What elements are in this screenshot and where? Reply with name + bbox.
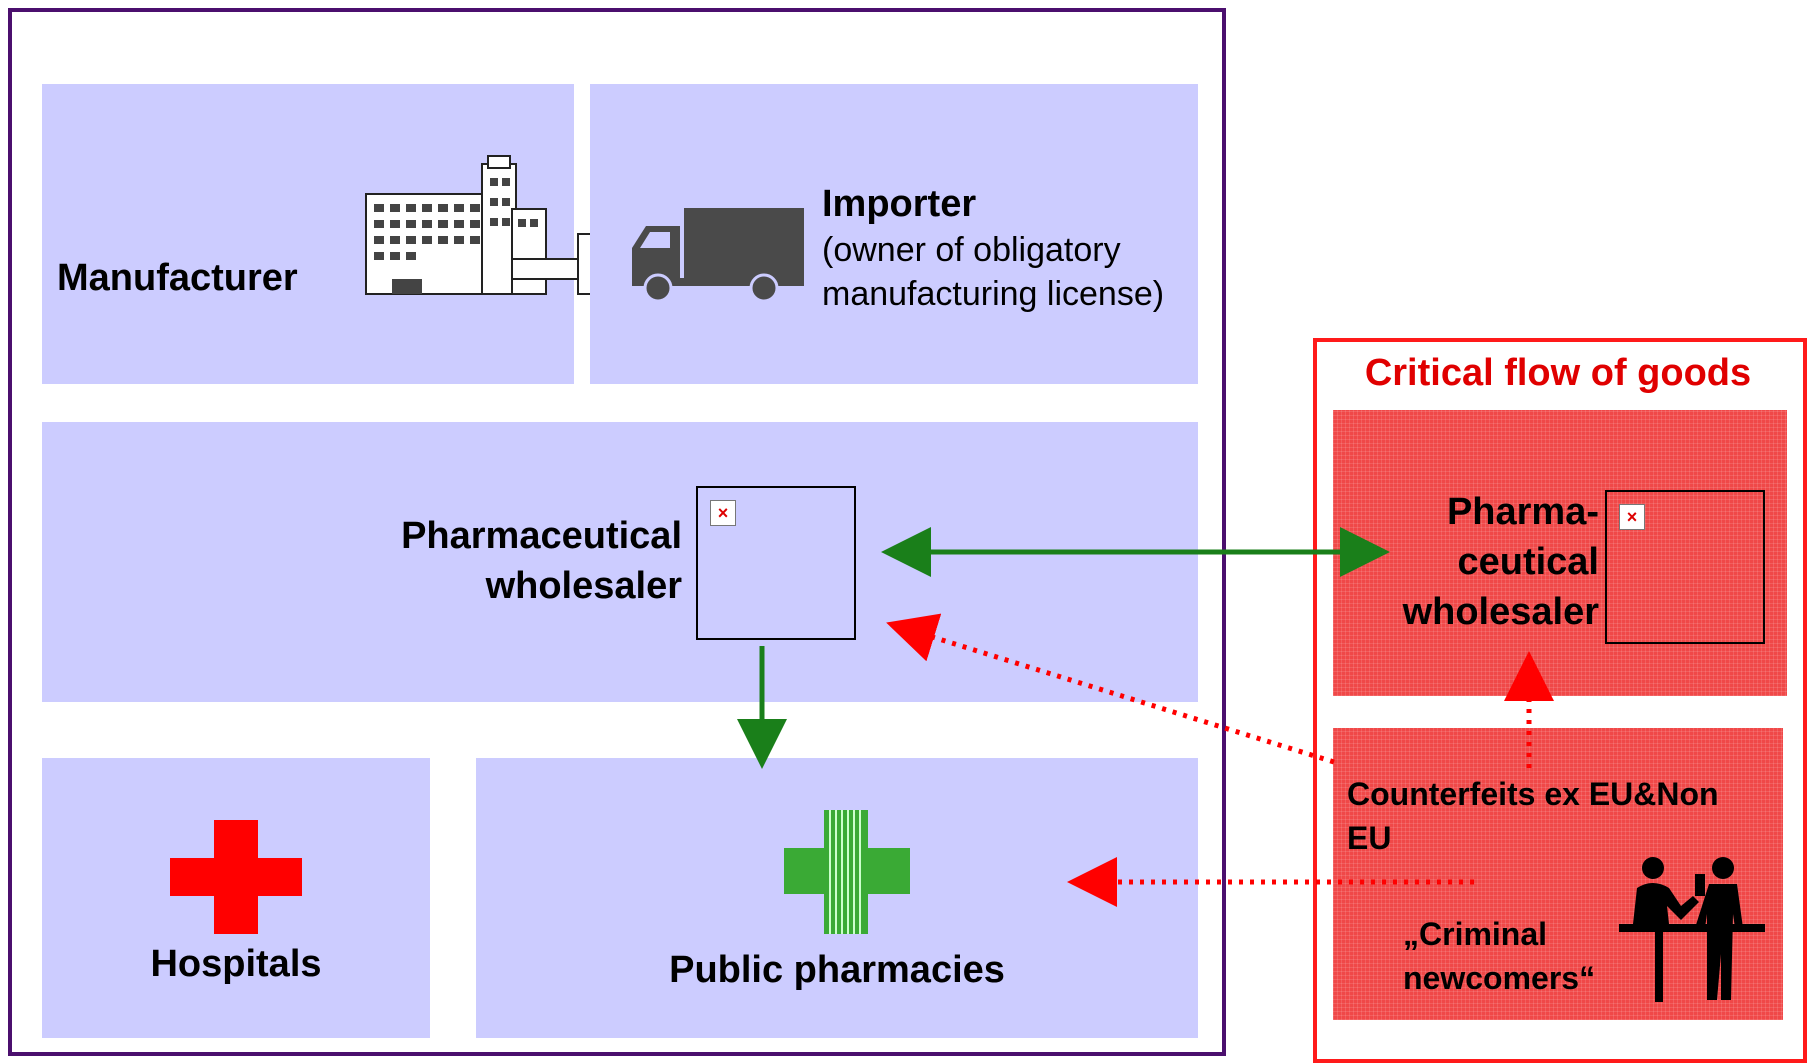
truck-icon — [632, 208, 804, 303]
broken-image-icon: × — [710, 500, 736, 526]
wholesaler-image: × — [696, 486, 856, 640]
importer-line2: manufacturing license) — [822, 275, 1165, 313]
counter-people-icon — [1619, 857, 1765, 1002]
hospitals-panel: Hospitals — [42, 758, 430, 1038]
red-cross-icon — [170, 820, 302, 934]
counterfeits-line1: Counterfeits ex EU&Non — [1347, 776, 1719, 812]
manufacturer-panel: Manufacturer — [42, 84, 593, 384]
wholesaler-line2: wholesaler — [485, 565, 682, 607]
criminal-line1: „Criminal — [1403, 916, 1548, 952]
hospitals-label: Hospitals — [150, 943, 322, 985]
manufacturer-label: Manufacturer — [57, 257, 298, 299]
importer-panel: Importer (owner of obligatory manufactur… — [590, 84, 1198, 384]
counterfeits-panel: Counterfeits ex EU&Non EU „Criminal newc… — [1333, 728, 1783, 1020]
red-dotted-arrow-to-wholesaler — [886, 613, 1335, 765]
critical-wholesaler-line1: Pharma- — [1446, 491, 1599, 533]
factory-icon — [365, 155, 593, 295]
critical-flow-title: Critical flow of goods — [1364, 352, 1752, 394]
importer-title: Importer — [822, 183, 977, 225]
criminal-line2: newcomers“ — [1403, 960, 1596, 996]
green-pharmacy-cross-icon — [784, 810, 910, 934]
critical-flow-frame — [1313, 338, 1807, 1063]
critical-wholesaler-panel: Pharma- ceutical wholesaler × — [1333, 410, 1787, 696]
critical-wholesaler-image: × — [1605, 490, 1765, 644]
pharmacies-label: Public pharmacies — [669, 949, 1005, 991]
critical-wholesaler-line3: wholesaler — [1402, 591, 1599, 633]
wholesaler-line1: Pharmaceutical — [401, 515, 682, 557]
critical-wholesaler-line2: ceutical — [1457, 541, 1599, 583]
importer-line1: (owner of obligatory — [822, 231, 1121, 269]
counterfeits-line2: EU — [1347, 820, 1392, 856]
broken-image-icon: × — [1619, 504, 1645, 530]
